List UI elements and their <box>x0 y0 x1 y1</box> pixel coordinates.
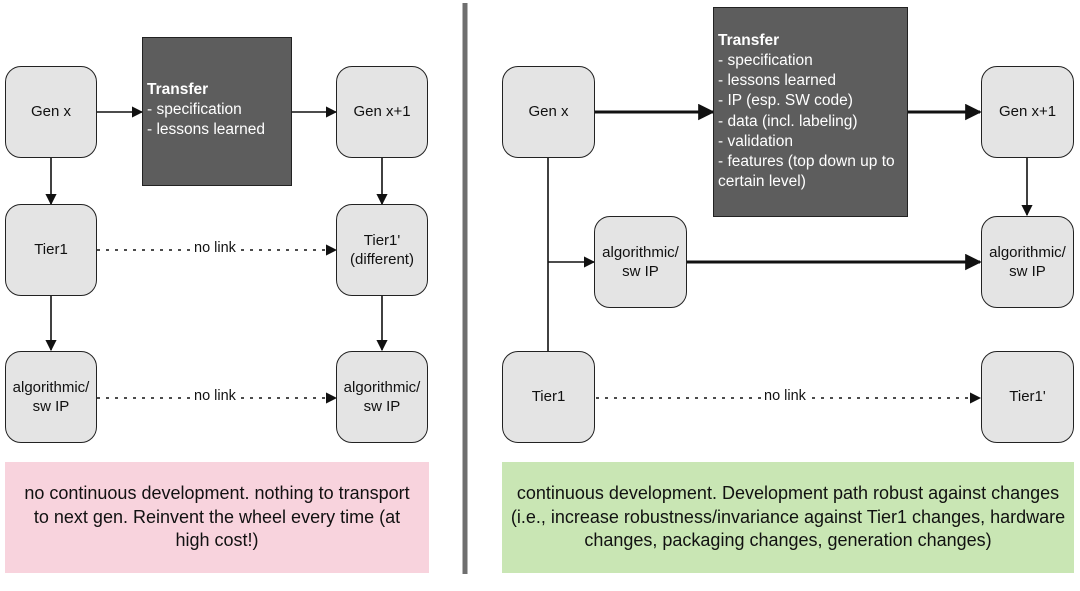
transfer-item: - data (incl. labeling) <box>718 112 858 130</box>
node-label: Gen x+1 <box>998 103 1057 121</box>
node-label: Gen x+1 <box>353 103 411 121</box>
node-tier1-left: Tier1 <box>5 204 97 296</box>
node-alg-ip-left: algorithmic/ sw IP <box>5 351 97 443</box>
node-label: Tier1' (different) <box>350 231 414 269</box>
node-gen-x-right: Gen x <box>502 66 595 158</box>
node-tier1-prime-right: Tier1' <box>981 351 1074 443</box>
node-label: Gen x <box>30 103 72 121</box>
node-label: algorithmic/ sw IP <box>12 378 90 416</box>
node-alg-ip-prime-right: algorithmic/ sw IP <box>981 216 1074 308</box>
transfer-item: - IP (esp. SW code) <box>718 92 853 110</box>
node-gen-x1-left: Gen x+1 <box>336 66 428 158</box>
transfer-item: - validation <box>718 132 793 150</box>
transfer-box-left: Transfer - specification - lessons learn… <box>142 37 292 186</box>
node-label: algorithmic/ sw IP <box>602 243 679 281</box>
node-label: Tier1' <box>1009 388 1046 406</box>
left-note-text: no continuous development. nothing to tr… <box>24 483 410 551</box>
no-link-label: no link <box>193 388 237 404</box>
no-link-label: no link <box>763 388 807 404</box>
right-note-text: continuous development. Development path… <box>510 483 1066 551</box>
left-note: no continuous development. nothing to tr… <box>5 462 429 573</box>
node-alg-ip-right: algorithmic/ sw IP <box>594 216 687 308</box>
transfer-box-right: Transfer - specification - lessons learn… <box>713 7 908 217</box>
node-gen-x1-right: Gen x+1 <box>981 66 1074 158</box>
node-alg-ip-prime-left: algorithmic/ sw IP <box>336 351 428 443</box>
right-note: continuous development. Development path… <box>502 462 1074 573</box>
node-label: Tier1 <box>34 241 68 259</box>
node-label: algorithmic/ sw IP <box>343 378 421 416</box>
transfer-title: Transfer <box>718 32 780 49</box>
transfer-item: - features (top down up to certain level… <box>718 152 895 190</box>
transfer-item: - lessons learned <box>718 72 837 90</box>
node-tier1-right: Tier1 <box>502 351 595 443</box>
no-link-label: no link <box>193 240 237 256</box>
node-label: Tier1 <box>531 388 566 406</box>
node-tier1-prime-left: Tier1' (different) <box>336 204 428 296</box>
node-label: Gen x <box>528 103 569 121</box>
node-label: algorithmic/ sw IP <box>989 243 1066 281</box>
transfer-item: - specification <box>718 52 813 70</box>
node-gen-x-left: Gen x <box>5 66 97 158</box>
transfer-item: - specification <box>147 101 242 119</box>
transfer-title: Transfer <box>147 81 209 98</box>
transfer-item: - lessons learned <box>147 121 266 139</box>
